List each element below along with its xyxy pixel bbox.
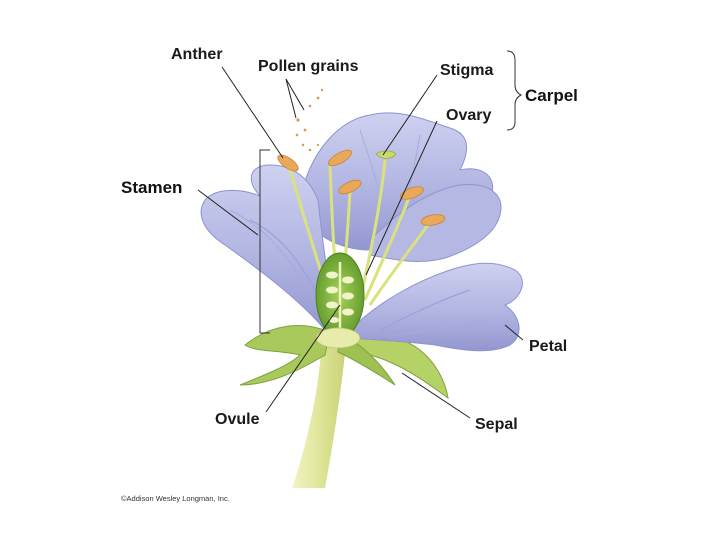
ovule (326, 272, 338, 279)
label-sepal: Sepal (475, 416, 518, 433)
label-petal: Petal (529, 338, 567, 355)
pollen-grains-dots (296, 89, 323, 152)
label-stigma: Stigma (440, 62, 493, 79)
label-pollen-grains: Pollen grains (258, 58, 359, 75)
copyright-notice: ©Addison Wesley Longman, Inc. (121, 494, 230, 503)
sepal-left (240, 326, 330, 385)
label-carpel: Carpel (525, 86, 578, 105)
label-stamen: Stamen (121, 178, 182, 197)
label-ovule: Ovule (215, 411, 260, 428)
label-ovary: Ovary (446, 107, 491, 124)
label-anther: Anther (171, 46, 223, 63)
